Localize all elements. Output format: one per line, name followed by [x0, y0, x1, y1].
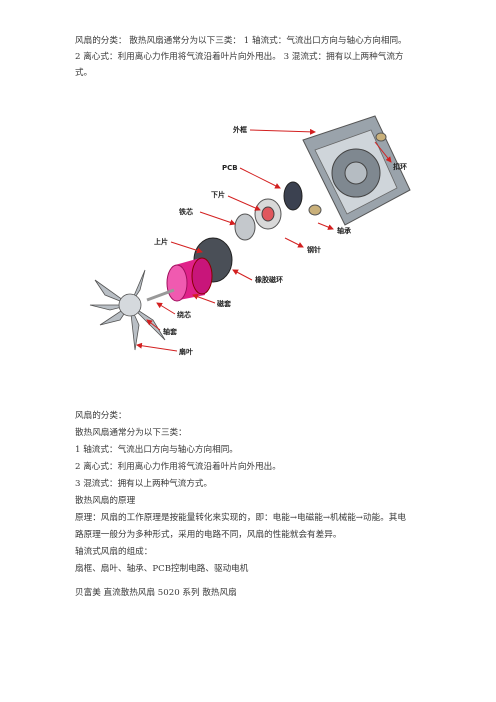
label-bearing: 轴承	[337, 226, 351, 235]
pcb-part	[283, 181, 303, 211]
body-line: 散热风扇通常分为以下三类：	[75, 428, 187, 438]
label-screw: 扣环	[393, 162, 407, 171]
label-lower-plate: 下片	[211, 190, 225, 199]
impeller-part	[89, 269, 166, 351]
intro-line-3: 式。	[75, 68, 93, 78]
fan-exploded-diagram: 外框 PCB 下片 铁芯 上片 扣环 轴承 钢针 橡胶磁环 磁套 绕芯 轴套 扇…	[89, 115, 411, 356]
bearing-part	[308, 204, 322, 216]
label-coil: 绕芯	[177, 310, 191, 319]
body-line: 1 轴流式：气流出口方向与轴心方向相同。	[75, 445, 238, 455]
label-axle-pin: 钢针	[307, 245, 321, 254]
body-heading: 风扇的分类：	[75, 411, 127, 421]
body-line: 3 混流式：拥有以上两种气流方式。	[75, 479, 213, 489]
label-pcb: PCB	[222, 164, 238, 172]
stator-part	[234, 198, 282, 241]
body-line: 轴流式风扇的组成：	[75, 547, 153, 557]
label-magnet: 磁套	[217, 299, 232, 308]
magnet-cup-part	[166, 257, 213, 302]
intro-line-2: 2 离心式：利用离心力作用将气流沿着叶片向外甩出。 3 混流式：拥有以上两种气流…	[75, 52, 404, 62]
label-ring: 橡胶磁环	[255, 275, 283, 284]
outer-frame-part	[302, 115, 411, 226]
intro-line-1: 风扇的分类： 散热风扇通常分为以下三类： 1 轴流式：气流出口方向与轴心方向相同…	[75, 36, 407, 46]
label-outer-frame: 外框	[233, 125, 247, 134]
body-line: 路原理一般分为多种形式，采用的电路不同，风扇的性能就会有差异。	[75, 530, 342, 540]
label-blade: 扇叶	[179, 347, 193, 356]
body-line: 扇框、扇叶、轴承、PCB控制电路、驱动电机	[75, 564, 249, 574]
label-iron-core: 铁芯	[179, 207, 193, 216]
body-line: 2 离心式：利用离心力作用将气流沿着叶片向外甩出。	[75, 462, 281, 472]
shaft-part	[146, 288, 175, 302]
label-upper-plate: 上片	[154, 237, 168, 246]
body-line: 贝富美 直流散热风扇 5020 系列 散热风扇	[75, 588, 237, 598]
body-line: 散热风扇的原理	[75, 496, 136, 506]
body-line: 原理：风扇的工作原理是按能量转化来实现的，即：电能→电磁能→机械能→动能。其电	[75, 513, 406, 523]
label-shaft: 轴套	[163, 327, 178, 336]
